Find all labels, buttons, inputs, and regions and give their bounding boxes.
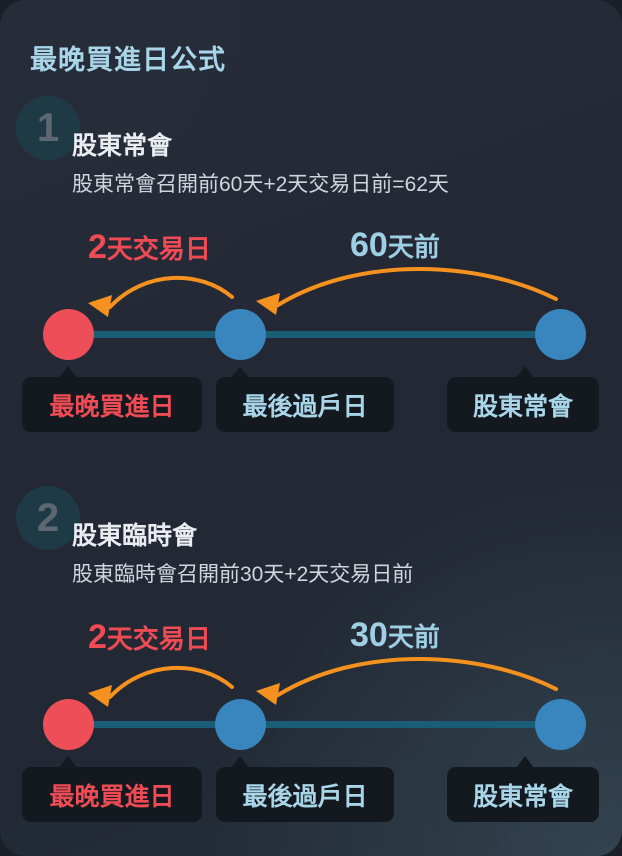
annotation-left-1: 2天交易日 <box>88 230 211 264</box>
page-title: 最晚買進日公式 <box>30 45 226 75</box>
timeline-node-dot-2-3 <box>535 699 586 750</box>
arrow-curve-right-2 <box>276 657 558 697</box>
timeline-2: 最晚買進日 最後過戶日 股東常會 <box>0 615 622 822</box>
annotation-left-unit-2: 天交易日 <box>106 624 211 654</box>
arrow-head-right-1 <box>256 293 280 315</box>
timeline-node-label-2-2: 最後過戶日 <box>216 756 394 822</box>
timeline-1: 最晚買進日 最後過戶日 股東常會 <box>0 225 622 432</box>
timeline-node-dot-1-3 <box>535 309 586 360</box>
section-heading-2: 股東臨時會 <box>72 522 198 550</box>
timeline-node-dot-1-1 <box>43 309 94 360</box>
arrow-head-left-1 <box>88 295 112 317</box>
timeline-node-label-1-1: 最晚買進日 <box>22 366 202 432</box>
timeline-axis-2 <box>68 721 562 728</box>
step-badge-2: 2 <box>16 486 80 550</box>
arrow-head-left-2 <box>88 685 112 707</box>
arrow-curve-right-1 <box>276 267 558 307</box>
timeline-arrows-1 <box>88 267 558 317</box>
annotation-left-unit-1: 天交易日 <box>106 234 211 264</box>
step-number-1: 1 <box>36 106 60 150</box>
annotation-left-value-1: 2 <box>88 228 107 266</box>
arrow-head-right-2 <box>256 683 280 705</box>
annotation-right-2: 30天前 <box>350 618 440 652</box>
annotation-right-1: 60天前 <box>350 228 440 262</box>
section-description-2: 股東臨時會召開前30天+2天交易日前 <box>72 563 414 586</box>
annotation-left-2: 2天交易日 <box>88 620 211 654</box>
annotation-right-unit-1: 天前 <box>387 232 440 262</box>
timeline-node-dot-1-2 <box>215 309 266 360</box>
timeline-arrows-2 <box>88 657 558 707</box>
annotation-right-unit-2: 天前 <box>387 622 440 652</box>
timeline-node-label-1-2: 最後過戶日 <box>216 366 394 432</box>
annotation-left-value-2: 2 <box>88 618 107 656</box>
step-badge-1: 1 <box>16 96 80 160</box>
timeline-node-dot-2-2 <box>215 699 266 750</box>
timeline-axis-1 <box>68 331 562 338</box>
annotation-right-value-2: 30 <box>350 616 388 654</box>
arrow-curve-left-1 <box>108 275 234 309</box>
timeline-node-label-2-3: 股東常會 <box>447 756 599 822</box>
section-heading-1: 股東常會 <box>72 132 173 160</box>
timeline-node-label-1-3: 股東常會 <box>447 366 599 432</box>
annotation-right-value-1: 60 <box>350 226 388 264</box>
timeline-node-label-2-1: 最晚買進日 <box>22 756 202 822</box>
arrow-curve-left-2 <box>108 665 234 699</box>
section-description-1: 股東常會召開前60天+2天交易日前=62天 <box>72 173 449 196</box>
step-number-2: 2 <box>36 496 60 540</box>
timeline-node-dot-2-1 <box>43 699 94 750</box>
